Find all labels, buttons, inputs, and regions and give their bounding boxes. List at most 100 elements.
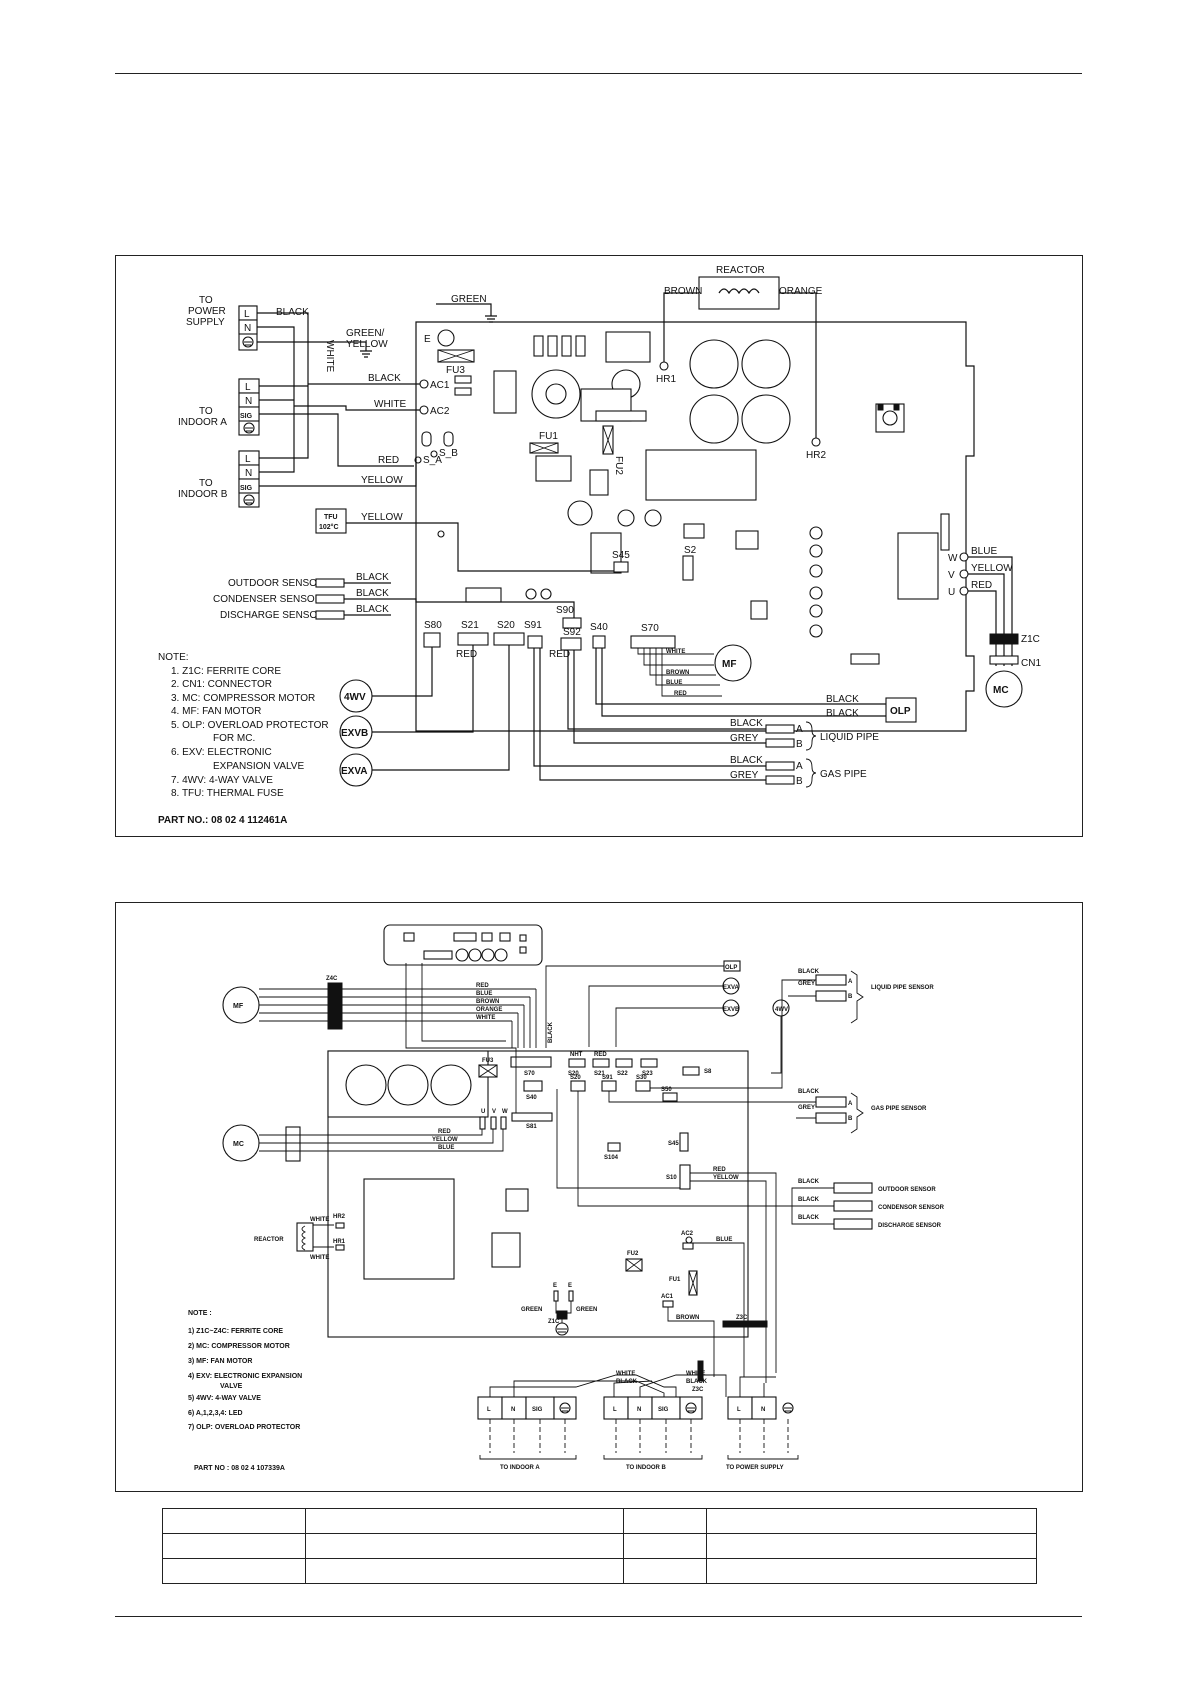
u-label: U xyxy=(481,1109,485,1115)
fu3-label: FU3 xyxy=(446,365,465,376)
svg-text:S91: S91 xyxy=(602,1075,613,1081)
s21-red-label: RED xyxy=(456,649,477,660)
capacitor-3 xyxy=(741,339,791,389)
s-a-label: S_A xyxy=(423,455,442,466)
reactor-white-label-1: WHITE xyxy=(310,1217,329,1223)
s91-label: S91 xyxy=(524,620,542,631)
ferrite-core-z1c xyxy=(989,633,1019,645)
exvb-label: EXVB xyxy=(723,1007,740,1013)
mc-red-label: RED xyxy=(438,1129,451,1135)
indoor-a-term-sig: SIG xyxy=(532,1407,543,1413)
v-label: V xyxy=(948,570,955,581)
mf-orange-label: ORANGE xyxy=(476,1007,502,1013)
capacitor-5 xyxy=(741,394,791,444)
hr1-label: HR1 xyxy=(333,1239,346,1245)
gas-pin-a: A xyxy=(796,761,803,772)
reactor-coil-icon xyxy=(718,288,760,295)
svg-text:VALVE: VALVE xyxy=(220,1383,243,1390)
outdoor-sensor-wire-label: BLACK xyxy=(356,572,389,583)
s70-label: S70 xyxy=(524,1071,535,1077)
ac1-brown-label: BROWN xyxy=(676,1315,699,1321)
green-yellow-label-1: GREEN/ xyxy=(346,328,385,339)
u-red-label: RED xyxy=(971,580,992,591)
indoor-b-white-label: WHITE xyxy=(686,1371,705,1377)
green-label-1: GREEN xyxy=(521,1307,542,1313)
s21-label: S21 xyxy=(594,1071,605,1077)
power-label-1: TO xyxy=(199,295,213,306)
connector-s80 xyxy=(423,632,441,648)
cn1-label: CN1 xyxy=(1021,658,1041,669)
ac2-white-label: WHITE xyxy=(374,399,407,410)
indoor-a-term-l: L xyxy=(487,1407,491,1413)
power-term-l: L xyxy=(244,309,250,320)
ferrite-core-z4c xyxy=(327,982,343,1030)
terminal-indoor-b: L N SIG xyxy=(238,450,260,508)
mc-label: MC xyxy=(993,685,1009,696)
w-blue-label: BLUE xyxy=(971,546,997,557)
four-wv-label: 4WV xyxy=(344,692,366,703)
supply-white-label: WHITE xyxy=(324,340,335,373)
power-term-n: N xyxy=(761,1407,765,1413)
indoor-b-label-2: INDOOR B xyxy=(178,489,228,500)
terminal-power-supply: L N xyxy=(727,1396,794,1420)
table-row xyxy=(162,1558,1037,1584)
z3c-label: Z3C xyxy=(736,1315,748,1321)
s50-label: S50 xyxy=(661,1087,672,1093)
s21-red-label: RED xyxy=(594,1052,607,1058)
gas-pipe-sensor-b xyxy=(815,1112,847,1124)
hr2-label: HR2 xyxy=(333,1214,346,1220)
s40-label: S40 xyxy=(590,622,608,633)
green-label-2: GREEN xyxy=(576,1307,597,1313)
v-label: V xyxy=(492,1109,496,1115)
svg-text:5) 4WV: 4-WAY VALVE: 5) 4WV: 4-WAY VALVE xyxy=(188,1395,261,1402)
indoor-a-label-1: TO xyxy=(199,406,213,417)
condenser-sensor-label: CONDENSER SENSOR xyxy=(213,594,322,605)
sa-red-label: RED xyxy=(378,455,399,466)
ac1-label: AC1 xyxy=(430,380,450,391)
wiring-diagram-2-svg: MF Z4C RED BLUE BROWN ORANGE WHITE OLP E… xyxy=(188,924,945,1472)
to-indoor-b-label: TO INDOOR B xyxy=(626,1465,667,1471)
mf-brown-label: BROWN xyxy=(476,999,499,1005)
connector-s40 xyxy=(592,635,606,649)
connector-s90 xyxy=(562,617,582,629)
compressor-motor-mc xyxy=(985,670,1023,708)
diagram2-part-no: PART NO : 08 02 4 107339A xyxy=(194,1465,285,1472)
to-power-label: TO POWER SUPPLY xyxy=(726,1465,784,1471)
indoor-black-label: BLACK xyxy=(616,1379,638,1385)
ac1-black-label: BLACK xyxy=(368,373,401,384)
svg-text:E: E xyxy=(568,1283,572,1289)
ac2-blue-label: BLUE xyxy=(716,1237,732,1243)
indoor-white-label: WHITE xyxy=(616,1371,635,1377)
reactor-coil-icon xyxy=(301,1225,307,1251)
connector-s81 xyxy=(511,1112,553,1122)
z3c-label-2: Z3C xyxy=(692,1387,704,1393)
condenser-sensor xyxy=(315,594,345,604)
reactor-brown-label: BROWN xyxy=(664,286,702,297)
table-row xyxy=(162,1533,1037,1559)
w-label: W xyxy=(948,553,958,564)
gas-grey-label: GREY xyxy=(730,770,759,781)
svg-text:6. EXV: ELECTRONIC: 6. EXV: ELECTRONIC xyxy=(171,747,272,758)
indoor-b-label-1: TO xyxy=(199,478,213,489)
terminal-power-supply: L N xyxy=(238,305,258,351)
indoor-b-term-n: N xyxy=(637,1407,641,1413)
ferrite-core-z1c xyxy=(556,1310,568,1320)
heatsink xyxy=(897,532,939,600)
condenser-black-label: BLACK xyxy=(798,1197,820,1203)
mf-blue-label: BLUE xyxy=(476,991,492,997)
svg-text:4. MF: FAN MOTOR: 4. MF: FAN MOTOR xyxy=(171,706,261,717)
indoor-a-term-n: N xyxy=(511,1407,515,1413)
mf-blue-label: BLUE xyxy=(666,680,682,686)
connector-s21 xyxy=(457,632,489,646)
reactor-label: REACTOR xyxy=(716,265,765,276)
liquid-pipe-label: LIQUID PIPE xyxy=(820,732,879,743)
s22-label: S22 xyxy=(617,1071,628,1077)
mf-brown-label: BROWN xyxy=(666,670,689,676)
diagram2-notes: NOTE : 1) Z1C~Z4C: FERRITE CORE 2) MC: C… xyxy=(188,1310,302,1431)
outdoor-sensor-label: OUTDOOR SENSOR xyxy=(228,578,324,589)
footer-rule xyxy=(115,1616,1082,1617)
fu1-label: FU1 xyxy=(669,1277,681,1283)
svg-text:8. TFU: THERMAL FUSE: 8. TFU: THERMAL FUSE xyxy=(171,788,284,799)
svg-text:5. OLP: OVERLOAD PROTECTOR: 5. OLP: OVERLOAD PROTECTOR xyxy=(171,720,329,731)
svg-text:FOR MC.: FOR MC. xyxy=(213,733,255,744)
